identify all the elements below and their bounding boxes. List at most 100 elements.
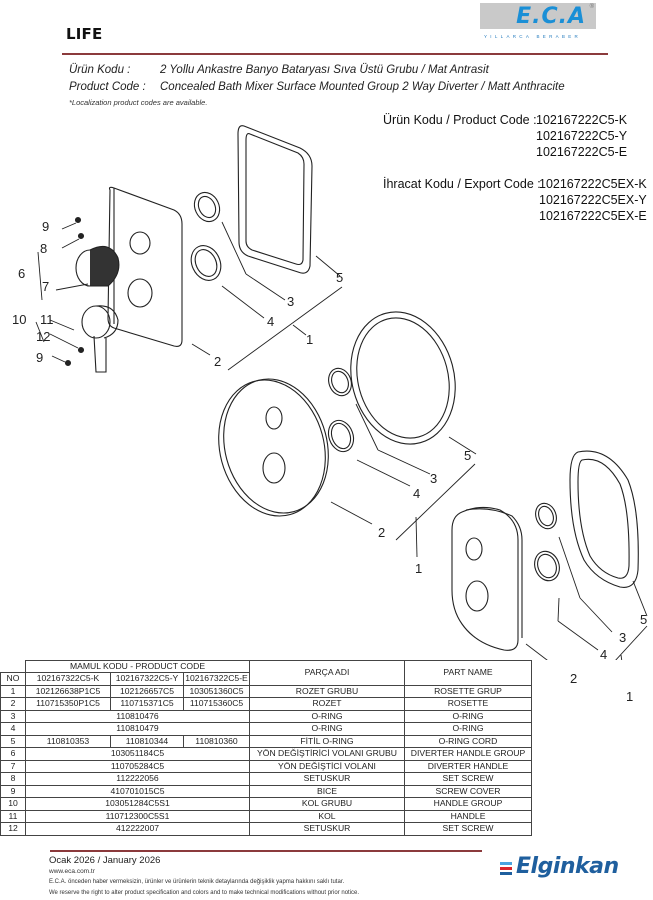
part-name-en-cell: HANDLE GROUP [404, 797, 532, 811]
description-tr: Ürün Kodu : 2 Yollu Ankastre Banyo Batary… [69, 64, 489, 76]
row-number: 5 [0, 734, 26, 748]
product-code-cell: 110715350P1C5 [25, 697, 111, 711]
row-number: 12 [0, 822, 26, 836]
callout-square-2: 2 [214, 354, 222, 369]
part-name-tr-cell: SETUSKUR [249, 772, 405, 786]
description-en: Product Code : Concealed Bath Mixer Surfa… [69, 81, 565, 93]
product-code-cell: 103051360C5 [183, 684, 250, 698]
product-code-group-header: MAMUL KODU - PRODUCT CODE [25, 660, 250, 673]
part-name-tr-cell: YÖN DEĞİŞTİRİCİ VOLANI GRUBU [249, 747, 405, 761]
eca-logo-text: E.C.A [516, 4, 586, 29]
product-code-cell: 102126657C5 [110, 684, 184, 698]
export-code: 102167222C5EX-Y [539, 193, 647, 207]
part-name-tr-cell: KOL GRUBU [249, 797, 405, 811]
table-header-row: MAMUL KODU - PRODUCT CODE PARÇA ADI PART… [0, 660, 532, 686]
part-name-tr-cell: KOL [249, 809, 405, 823]
row-number: 11 [0, 809, 26, 823]
callout-round-2: 2 [378, 525, 386, 540]
callout-round-3: 3 [430, 471, 438, 486]
disclaimer-tr: E.C.A. önceden haber vermeksizin, ürünle… [49, 879, 345, 885]
callout-round-4: 4 [413, 486, 421, 501]
part-name-en-cell: O-RING CORD [404, 734, 532, 748]
callout-8: 8 [40, 241, 48, 256]
part-name-en-cell: DIVERTER HANDLE [404, 759, 532, 773]
product-code-cell: 103051184C5 [25, 747, 250, 761]
callout-6: 6 [18, 266, 26, 281]
part-name-tr-cell: SETUSKUR [249, 822, 405, 836]
callout-square-4: 4 [267, 314, 275, 329]
part-name-en-cell: SET SCREW [404, 822, 532, 836]
callout-oval-2: 2 [570, 671, 578, 686]
export-code: 102167222C5EX-E [539, 209, 647, 223]
round-gasket-outer [350, 311, 456, 445]
part-name-tr-cell: BICE [249, 784, 405, 798]
square-oring-small-inner [197, 195, 217, 219]
part-name-tr-header: PARÇA ADI [249, 660, 405, 686]
product-code-cell: 103051284C5S1 [25, 797, 250, 811]
product-code-cell: 102126638P1C5 [25, 684, 111, 698]
product-code-cell: 110705284C5 [25, 759, 250, 773]
footer-divider [50, 850, 482, 852]
oval-rosette [451, 506, 519, 651]
website-link[interactable]: www.eca.com.tr [49, 868, 95, 875]
row-number: 9 [0, 784, 26, 798]
product-code-cell: 412222007 [25, 822, 250, 836]
description-en-label: Product Code : [69, 81, 146, 93]
product-code-cell: 112222056 [25, 772, 250, 786]
product-code-cell: 110712300C5S1 [25, 809, 250, 823]
callout-9: 9 [42, 219, 50, 234]
part-name-en-header: PART NAME [404, 660, 532, 686]
variant-header-y: 102167322C5-Y [110, 672, 184, 686]
part-name-tr-cell: ROZET GRUBU [249, 684, 405, 698]
row-number: 2 [0, 697, 26, 711]
part-name-en-cell: O-RING [404, 722, 532, 736]
part-name-en-cell: O-RING [404, 709, 532, 723]
product-code-label: Ürün Kodu / Product Code : [383, 113, 537, 127]
row-number: 8 [0, 772, 26, 786]
square-oring-large-inner [194, 249, 218, 277]
product-code-list: 102167222C5-K 102167222C5-Y 102167222C5-… [536, 112, 627, 160]
product-code-cell: 110810476 [25, 709, 250, 723]
callout-round-5: 5 [464, 448, 472, 463]
square-gasket-outer [237, 125, 313, 274]
part-name-en-cell: ROSETTE GRUP [404, 684, 532, 698]
export-code-label: İhracat Kodu / Export Code : [383, 177, 541, 191]
header-divider [62, 53, 608, 55]
export-code-list: 102167222C5EX-K 102167222C5EX-Y 10216722… [539, 176, 647, 224]
callout-oval-5: 5 [640, 612, 648, 627]
row-number: 3 [0, 709, 26, 723]
product-code-cell: 110810360 [183, 734, 250, 748]
elginkan-bar-icon [500, 867, 512, 870]
disclaimer-en: We reserve the right to alter product sp… [49, 890, 360, 896]
row-number: 6 [0, 747, 26, 761]
callout-9b: 9 [36, 350, 44, 365]
row-number: 10 [0, 797, 26, 811]
row-number: 4 [0, 722, 26, 736]
row-number: 7 [0, 759, 26, 773]
product-code: 102167222C5-E [536, 145, 628, 159]
part-name-tr-cell: YÖN DEĞİŞTİCİ VOLANI [249, 759, 405, 773]
part-name-en-cell: ROSETTE [404, 697, 532, 711]
description-tr-value: 2 Yollu Ankastre Banyo Bataryası Sıva Üs… [160, 64, 489, 76]
callout-10: 10 [12, 312, 27, 327]
series-title: LIFE [66, 25, 103, 43]
parts-table: MAMUL KODU - PRODUCT CODE PARÇA ADI PART… [0, 660, 532, 836]
callout-square-5: 5 [336, 270, 344, 285]
part-name-en-cell: SCREW COVER [404, 784, 532, 798]
callout-oval-3: 3 [619, 630, 627, 645]
description-en-value: Concealed Bath Mixer Surface Mounted Gro… [160, 81, 565, 93]
description-tr-label: Ürün Kodu : [69, 64, 131, 76]
callout-round-1: 1 [415, 561, 423, 576]
